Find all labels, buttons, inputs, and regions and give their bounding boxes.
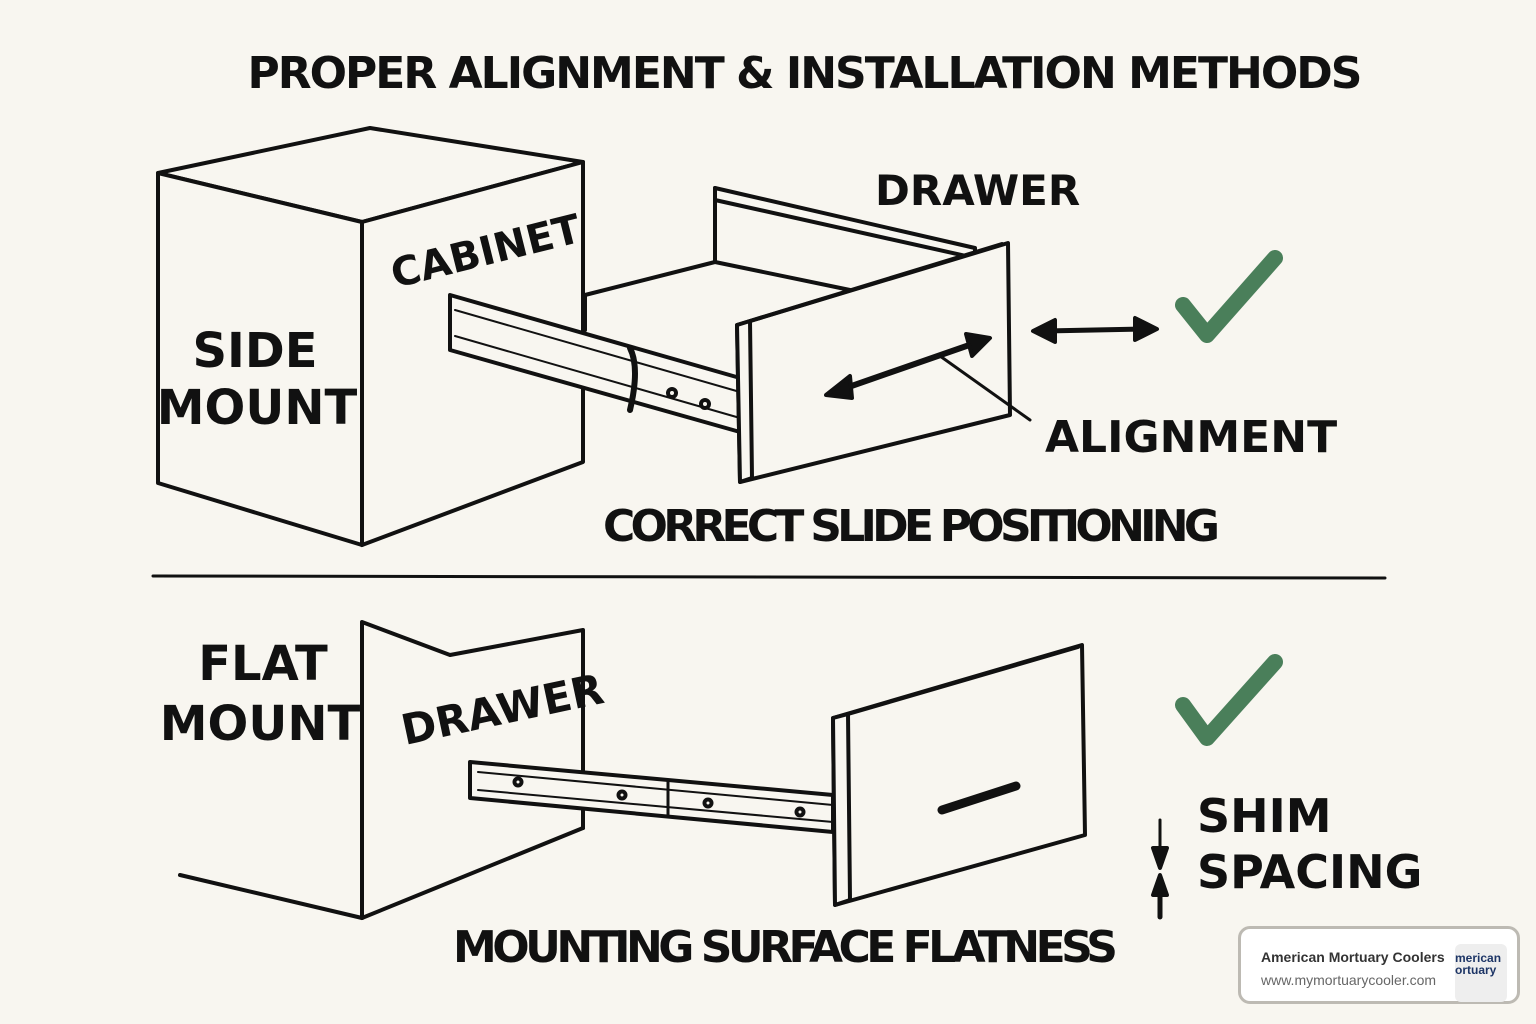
flat-mount-label: FLAT — [198, 636, 328, 692]
watermark-badge[interactable]: American Mortuary Coolers www.mymortuary… — [1238, 926, 1520, 1004]
side-mount-label: SIDE — [192, 323, 317, 379]
checkmark-icon — [1175, 250, 1283, 343]
alignment-arrow — [824, 332, 1032, 422]
drawer-front — [735, 241, 1012, 484]
flat-mount-label: MOUNT — [160, 696, 361, 752]
drawer-slide-rail-flat — [468, 760, 835, 834]
section-divider — [151, 574, 1387, 580]
alignment-label: ALIGNMENT — [1045, 412, 1337, 463]
double-arrow-icon — [1031, 316, 1159, 344]
watermark-company: American Mortuary Coolers — [1261, 949, 1445, 965]
page-title: PROPER ALIGNMENT & INSTALLATION METHODS — [248, 48, 1363, 99]
mounting-panel — [178, 620, 585, 920]
correct-slide-caption: CORRECT SLIDE POSITIONING — [603, 501, 1220, 552]
drawer-front-flat — [831, 643, 1087, 907]
side-mount-label: MOUNT — [157, 380, 358, 436]
drawer-slide-rail — [448, 293, 742, 434]
drawer-label-flat: DRAWER — [397, 664, 608, 755]
flatness-caption: MOUNTING SURFACE FLATNESS — [453, 922, 1118, 973]
shim-spacing-label: SHIM — [1197, 789, 1332, 843]
drawer-label: DRAWER — [875, 166, 1080, 215]
logo-text: ortuary — [1455, 963, 1497, 977]
logo-text: merican — [1455, 951, 1502, 965]
company-logo: merican ortuary — [1455, 944, 1507, 1002]
drawer-handle — [937, 781, 1021, 815]
shim-arrows-icon — [1151, 818, 1169, 920]
shim-spacing-label: SPACING — [1197, 845, 1422, 899]
checkmark-icon — [1175, 654, 1283, 746]
watermark-url[interactable]: www.mymortuarycooler.com — [1261, 972, 1437, 988]
